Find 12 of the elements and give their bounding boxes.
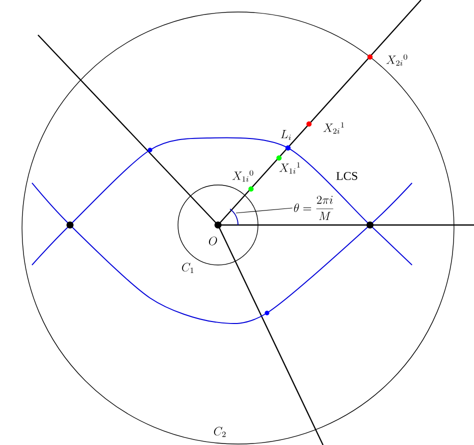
point-label: $O$ (208, 236, 218, 246)
circle-label: $C_{1}$ (182, 262, 194, 273)
point-label: $X_{2i}{}^{0}$ (386, 54, 408, 66)
point-label: $X_{2i}{}^{1}$ (323, 122, 344, 134)
angle-arc (230, 208, 238, 226)
curve-label: LCS (336, 172, 358, 180)
angle-formula: $\theta=\frac{2\pi i}{M}$ (294, 196, 334, 220)
leader-line (236, 208, 293, 214)
point-label: $X_{1i}{}^{0}$ (232, 170, 254, 182)
point-label: $X_{1i}{}^{1}$ (279, 162, 300, 174)
circle-label: $C_{2}$ (214, 426, 226, 437)
point-label: $L_{i}$ (280, 130, 291, 140)
